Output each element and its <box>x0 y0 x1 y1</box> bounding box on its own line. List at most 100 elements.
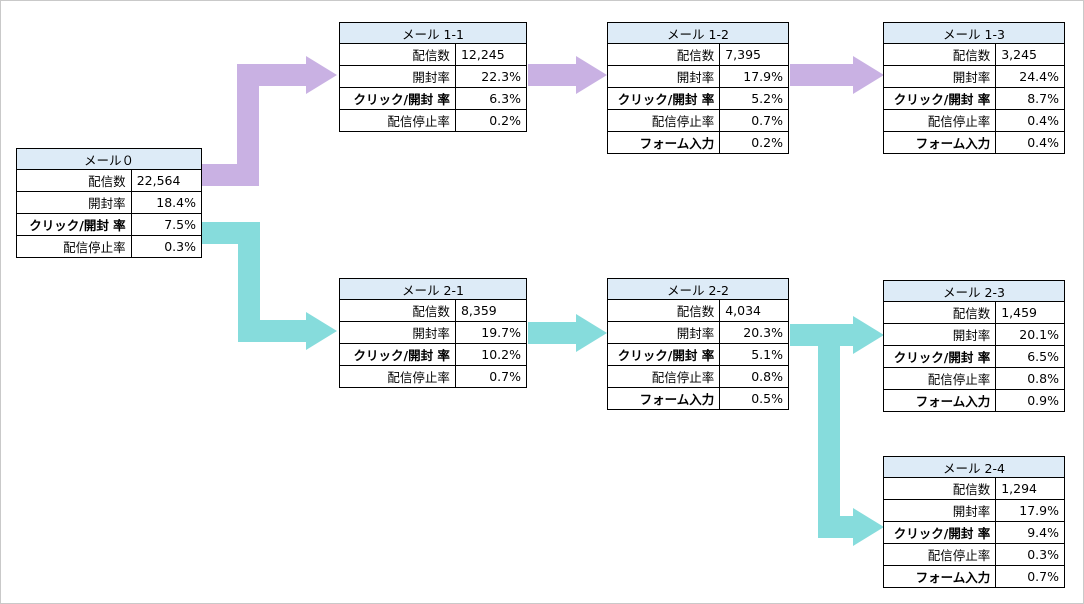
metric-value: 17.9% <box>719 65 789 88</box>
metric-label: 開封率 <box>16 191 132 214</box>
metric-label: 配信停止率 <box>882 543 997 566</box>
metric-label: クリック/開封 率 <box>16 213 132 236</box>
metric-label: 配信停止率 <box>16 235 132 258</box>
metric-label: 開封率 <box>882 65 997 88</box>
metric-value: 22,564 <box>130 169 203 192</box>
metric-value: 0.7% <box>454 365 528 388</box>
metric-value: 1,459 <box>995 301 1065 324</box>
arrow-m11-to-m12 <box>528 56 607 94</box>
metric-label: 配信停止率 <box>882 367 997 390</box>
metric-label: 開封率 <box>606 321 721 344</box>
metric-label: 配信数 <box>339 299 456 322</box>
metric-value: 22.3% <box>454 65 528 88</box>
metric-value: 5.1% <box>719 343 789 366</box>
metric-label: 開封率 <box>606 65 721 88</box>
metric-label: 配信数 <box>882 43 997 66</box>
mail-title: メール 1-2 <box>607 22 789 44</box>
metric-label: フォーム入力 <box>882 389 997 412</box>
metric-label: 配信数 <box>882 301 997 324</box>
metric-value: 0.4% <box>995 131 1065 154</box>
metric-value: 1,294 <box>995 477 1065 500</box>
metric-value: 12,245 <box>454 43 528 66</box>
metric-label: 配信数 <box>606 299 721 322</box>
metric-label: 開封率 <box>882 499 997 522</box>
metric-value: 20.1% <box>995 323 1065 346</box>
arrow-m21-to-m22 <box>528 314 607 352</box>
metric-label: 配信停止率 <box>606 365 721 388</box>
mail-title: メール 2-3 <box>883 280 1065 302</box>
metric-value: 6.3% <box>454 87 528 110</box>
metric-label: クリック/開封 率 <box>882 521 997 544</box>
metric-label: 開封率 <box>882 323 997 346</box>
arrow-m0-to-m11 <box>202 56 337 186</box>
metric-value: 0.5% <box>719 387 789 410</box>
arrow-m22-to-m23-m24 <box>790 316 884 546</box>
metric-label: 開封率 <box>339 321 456 344</box>
metric-value: 4,034 <box>719 299 789 322</box>
metric-label: 配信数 <box>16 169 132 192</box>
metric-label: クリック/開封 率 <box>339 87 456 110</box>
metric-label: 配信停止率 <box>606 109 721 132</box>
metric-label: 配信停止率 <box>882 109 997 132</box>
metric-value: 0.3% <box>130 235 203 258</box>
metric-value: 17.9% <box>995 499 1065 522</box>
metric-value: 0.4% <box>995 109 1065 132</box>
mail-title: メール 2-2 <box>607 278 789 300</box>
metric-label: クリック/開封 率 <box>606 343 721 366</box>
metric-value: 0.7% <box>995 565 1065 588</box>
metric-value: 0.2% <box>719 131 789 154</box>
metric-value: 18.4% <box>130 191 203 214</box>
metric-label: クリック/開封 率 <box>882 345 997 368</box>
metric-value: 0.7% <box>719 109 789 132</box>
metric-value: 9.4% <box>995 521 1065 544</box>
metric-value: 7.5% <box>130 213 203 236</box>
metric-value: 6.5% <box>995 345 1065 368</box>
metric-value: 7,395 <box>719 43 789 66</box>
metric-label: 配信数 <box>882 477 997 500</box>
metric-value: 0.3% <box>995 543 1065 566</box>
mail-title: メール 2-4 <box>883 456 1065 478</box>
metric-value: 0.2% <box>454 109 528 132</box>
metric-value: 19.7% <box>454 321 528 344</box>
metric-value: 3,245 <box>995 43 1065 66</box>
metric-value: 0.8% <box>719 365 789 388</box>
metric-label: フォーム入力 <box>882 131 997 154</box>
arrow-m12-to-m13 <box>790 56 884 94</box>
metric-value: 20.3% <box>719 321 789 344</box>
